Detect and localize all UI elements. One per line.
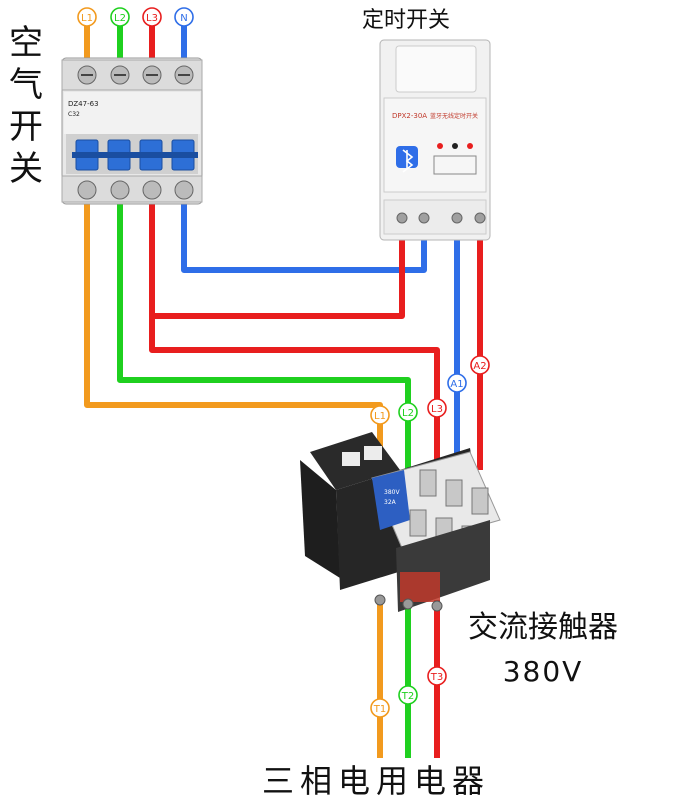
wire-l3-timer <box>149 200 405 319</box>
contactor-nameplate <box>372 470 410 530</box>
svg-text:L1: L1 <box>374 411 386 422</box>
terminal-badge-l3-contactor: L3 <box>427 398 447 418</box>
svg-text:L3: L3 <box>431 404 443 415</box>
wire-n-timer <box>181 200 427 273</box>
terminal-badge-t1: T1 <box>370 698 390 718</box>
terminal-badge-t2: T2 <box>398 685 418 705</box>
svg-text:T3: T3 <box>430 672 443 683</box>
terminal-badge-n-top: N <box>174 7 194 27</box>
breaker-model: DZ47-63 <box>68 100 99 108</box>
svg-text:L2: L2 <box>402 408 414 419</box>
terminal-badge-a2: A2 <box>470 355 490 375</box>
terminal-badge-t3: T3 <box>427 666 447 686</box>
terminal-badge-l1-top: L1 <box>77 7 97 27</box>
load-label: 三相电用电器 <box>262 762 491 800</box>
svg-text:L1: L1 <box>81 13 93 24</box>
breaker-label: 空气开关 <box>9 23 43 189</box>
svg-text:A2: A2 <box>473 361 486 372</box>
svg-text:T2: T2 <box>401 691 414 702</box>
terminal-badge-l2-contactor: L2 <box>398 402 418 422</box>
contactor-label: 交流接触器 <box>468 610 618 645</box>
timer-switch: DPX2-30A 蓝牙无线定时开关 <box>379 39 491 241</box>
svg-text:T1: T1 <box>373 704 386 715</box>
contactor-voltage-label: 380V <box>502 655 584 688</box>
timer-model: DPX2-30A <box>392 112 427 120</box>
svg-text:L3: L3 <box>146 13 158 24</box>
terminal-badge-l1-contactor: L1 <box>370 405 390 425</box>
timer-name: 蓝牙无线定时开关 <box>430 112 478 120</box>
contactor-plate-rating: 32A <box>384 499 397 506</box>
terminal-badge-l2-top: L2 <box>110 7 130 27</box>
timer-label: 定时开关 <box>362 8 451 33</box>
svg-text:A1: A1 <box>450 379 463 390</box>
terminal-badge-a1: A1 <box>447 373 467 393</box>
wire-l1-contactor <box>84 200 383 470</box>
ac-contactor: 380V 32A <box>300 432 501 612</box>
contactor-label-block: 交流接触器 380V <box>468 606 618 694</box>
air-breaker: DZ47-63 C32 <box>61 57 203 205</box>
svg-text:N: N <box>180 13 187 24</box>
svg-text:L2: L2 <box>114 13 126 24</box>
contactor-plate-voltage: 380V <box>384 489 400 496</box>
breaker-rating: C32 <box>68 111 80 118</box>
terminal-badge-l3-top: L3 <box>142 7 162 27</box>
wire-l2-contactor <box>117 200 411 470</box>
wire-l3-contactor <box>149 316 440 470</box>
